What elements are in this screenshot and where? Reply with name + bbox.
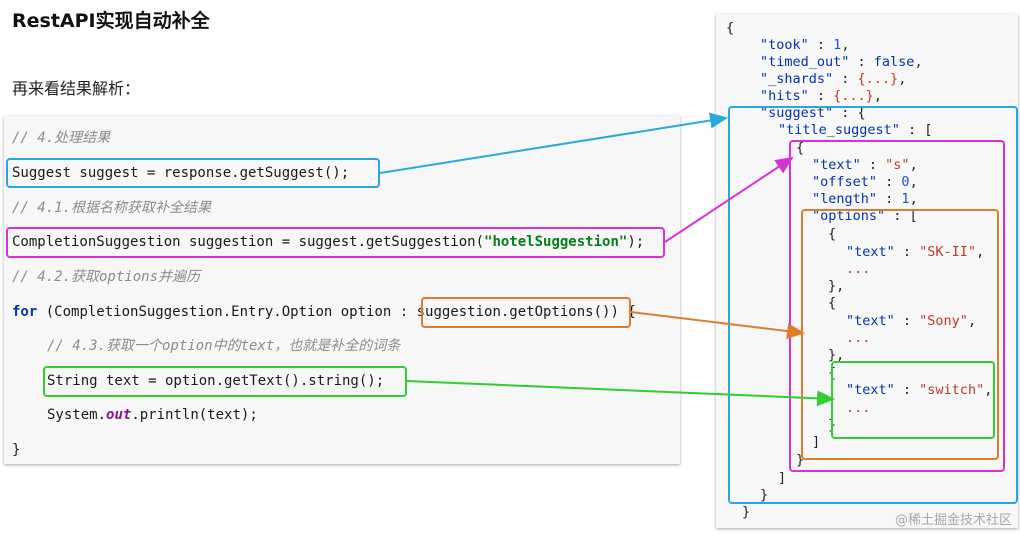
json-option1-ellipsis: ... xyxy=(846,261,871,277)
comment-get-by-name: // 4.1.根据名称获取补全结果 xyxy=(12,200,212,216)
comment-iterate-options: // 4.2.获取options并遍历 xyxy=(12,269,201,285)
json-option2-text-value: "Sony" xyxy=(919,313,968,329)
json-shards-value: {...} xyxy=(857,71,899,87)
json-offset-key: "offset" xyxy=(812,174,878,190)
json-suggest-close: } xyxy=(760,487,769,503)
json-timed-out-value: false xyxy=(873,54,915,70)
json-option1-close: }, xyxy=(828,278,845,294)
json-options-key: "options" xyxy=(812,208,886,224)
json-option3-text-key: "text" xyxy=(846,382,895,398)
arrow-magenta xyxy=(664,156,794,243)
json-entry-close: } xyxy=(796,452,805,468)
json-timed-out-key: "timed_out" xyxy=(760,54,850,70)
json-option1-text: "text" : "SK-II", xyxy=(846,244,985,260)
json-text-line: "text" : "s", xyxy=(812,157,918,173)
code-println: System.out.println(text); xyxy=(47,406,258,424)
code-closing-brace: } xyxy=(12,442,21,458)
json-title-suggest-key: "title_suggest" xyxy=(778,122,900,138)
json-root-close: } xyxy=(742,504,751,520)
json-response-panel: { "took" : 1, "timed_out" : false, "_sha… xyxy=(716,14,1018,528)
highlight-box-suggest-json xyxy=(728,106,1018,504)
arrow-orange xyxy=(630,311,805,340)
json-option2-text-key: "text" xyxy=(846,313,895,329)
json-option1-text-key: "text" xyxy=(846,244,895,260)
highlight-box-get-text xyxy=(43,366,407,397)
json-length-key: "length" xyxy=(812,191,878,207)
json-offset-line: "offset" : 0, xyxy=(812,174,918,190)
json-timed-out-line: "timed_out" : false, xyxy=(760,54,923,70)
highlight-box-get-suggest xyxy=(6,158,380,188)
json-shards-key: "_shards" xyxy=(760,71,834,87)
json-option2-text: "text" : "Sony", xyxy=(846,313,977,329)
json-option1-text-value: "SK-II" xyxy=(919,244,977,260)
json-length-line: "length" : 1, xyxy=(812,191,918,207)
code-get-suggestion-pre: CompletionSuggestion suggestion = sugges… xyxy=(12,234,485,250)
json-shards-line: "_shards" : {...}, xyxy=(760,71,907,87)
json-hits-line: "hits" : {...}, xyxy=(760,88,882,104)
highlight-box-title-suggest-json xyxy=(789,140,1005,472)
json-title-suggest-line: "title_suggest" : [ xyxy=(778,122,933,138)
json-hits-key: "hits" xyxy=(760,88,809,104)
highlight-box-get-options xyxy=(421,297,631,328)
json-open-brace: { xyxy=(726,20,735,36)
arrow-blue xyxy=(379,112,728,174)
json-options-line: "options" : [ xyxy=(812,208,918,224)
code-for-declaration: (CompletionSuggestion.Entry.Option optio… xyxy=(37,304,417,320)
watermark: @稀土掘金技术社区 xyxy=(894,513,1012,528)
json-text-key: "text" xyxy=(812,157,861,173)
highlight-box-get-suggestion xyxy=(6,227,665,258)
json-option2-close: }, xyxy=(828,347,845,363)
json-hits-value: {...} xyxy=(833,88,874,104)
json-options-close: ] xyxy=(812,434,821,450)
code-println-pre: System. xyxy=(47,407,107,423)
json-option1-open: { xyxy=(828,226,837,242)
json-option2-open: { xyxy=(828,295,837,311)
json-offset-value: 0 xyxy=(901,174,910,190)
code-get-suggest: Suggest suggest = response.getSuggest(); xyxy=(12,165,350,181)
code-get-text: String text = option.getText().string(); xyxy=(47,373,385,389)
comment-get-text: // 4.3.获取一个option中的text，也就是补全的词条 xyxy=(47,338,401,354)
json-text-value: "s" xyxy=(885,157,910,173)
code-get-suggestion-post: ); xyxy=(627,234,645,250)
slide-title: RestAPI实现自动补全 xyxy=(12,10,210,32)
code-get-suggestion: CompletionSuggestion suggestion = sugges… xyxy=(12,233,644,251)
json-took-key: "took" xyxy=(760,37,809,53)
json-length-value: 1 xyxy=(901,191,910,207)
json-entry-open: { xyxy=(796,140,805,156)
code-suggestion-name-string: "hotelSuggestion" xyxy=(484,234,628,250)
json-took-line: "took" : 1, xyxy=(760,37,850,53)
code-println-post: .println(text); xyxy=(131,407,258,423)
json-suggest-line: "suggest" : { xyxy=(760,105,866,121)
comment-process-result: // 4.处理结果 xyxy=(12,130,111,146)
code-get-options-call: suggestion.getOptions() xyxy=(416,304,611,320)
code-out-field: out xyxy=(106,407,132,423)
json-title-suggest-close: ] xyxy=(778,470,787,486)
json-took-value: 1 xyxy=(833,37,842,53)
java-code-panel: // 4.处理结果 Suggest suggest = response.get… xyxy=(4,116,680,464)
arrow-green xyxy=(406,380,835,407)
code-for-keyword: for xyxy=(12,304,38,320)
subtitle: 再来看结果解析： xyxy=(12,79,141,98)
json-option3-text: "text" : "switch", xyxy=(846,382,993,398)
json-option3-ellipsis: ... xyxy=(846,400,871,416)
json-option3-text-value: "switch" xyxy=(919,382,985,398)
json-suggest-key: "suggest" xyxy=(760,105,834,121)
json-option2-ellipsis: ... xyxy=(846,330,871,346)
